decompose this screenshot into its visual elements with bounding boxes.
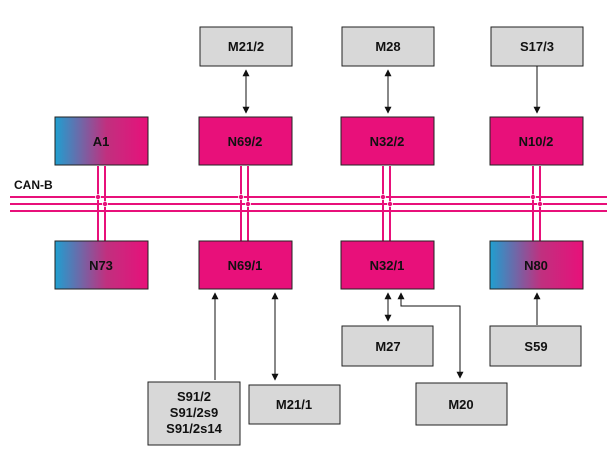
top-module-m28[interactable]: M28 (341, 26, 435, 67)
node-label: N69/1 (228, 258, 263, 273)
module-label: S17/3 (520, 39, 554, 54)
node-n32-2[interactable]: N32/2 (340, 116, 435, 166)
module-label-line-2: S91/2s9 (170, 405, 218, 420)
node-label: N69/2 (228, 134, 263, 149)
junction-dot (379, 193, 386, 200)
module-label: M28 (375, 39, 400, 54)
node-label: N10/2 (519, 134, 554, 149)
module-label: M21/2 (228, 39, 264, 54)
bus-junctions (95, 193, 544, 207)
junction-dot (530, 193, 537, 200)
module-label: M21/1 (276, 397, 312, 412)
module-label: S59 (524, 339, 547, 354)
module-label: M20 (448, 397, 473, 412)
node-label: A1 (93, 134, 110, 149)
bottom-module-s91[interactable]: S91/2 S91/2s9 S91/2s14 (147, 381, 241, 446)
junction-dot (95, 193, 102, 200)
junction-dot (237, 193, 244, 200)
node-a1[interactable]: A1 (54, 116, 149, 166)
junction-dot (537, 200, 544, 207)
node-n80[interactable]: N80 (489, 240, 584, 290)
module-label: M27 (375, 339, 400, 354)
module-label-line-1: S91/2 (177, 389, 211, 404)
node-label: N80 (524, 258, 548, 273)
junction-dot (102, 200, 109, 207)
can-bus-lines (10, 196, 607, 212)
top-module-s17-3[interactable]: S17/3 (490, 26, 584, 67)
top-module-m21-2[interactable]: M21/2 (199, 26, 293, 67)
wire-n32-1-m20 (397, 292, 464, 379)
bottom-module-s59[interactable]: S59 (489, 325, 582, 367)
can-bus-label: CAN-B (14, 178, 53, 192)
node-n10-2[interactable]: N10/2 (489, 116, 584, 166)
bottom-module-m21-1[interactable]: M21/1 (248, 384, 341, 425)
node-n69-2[interactable]: N69/2 (198, 116, 293, 166)
junction-dot (244, 200, 251, 207)
node-n73[interactable]: N73 (54, 240, 149, 290)
junction-dot (386, 200, 393, 207)
node-label: N73 (89, 258, 113, 273)
node-label: N32/1 (370, 258, 405, 273)
node-label: N32/2 (370, 134, 405, 149)
module-label-line-3: S91/2s14 (166, 421, 222, 436)
node-n69-1[interactable]: N69/1 (198, 240, 293, 290)
bottom-module-m20[interactable]: M20 (415, 382, 508, 426)
bottom-module-m27[interactable]: M27 (341, 325, 434, 367)
node-n32-1[interactable]: N32/1 (340, 240, 435, 290)
